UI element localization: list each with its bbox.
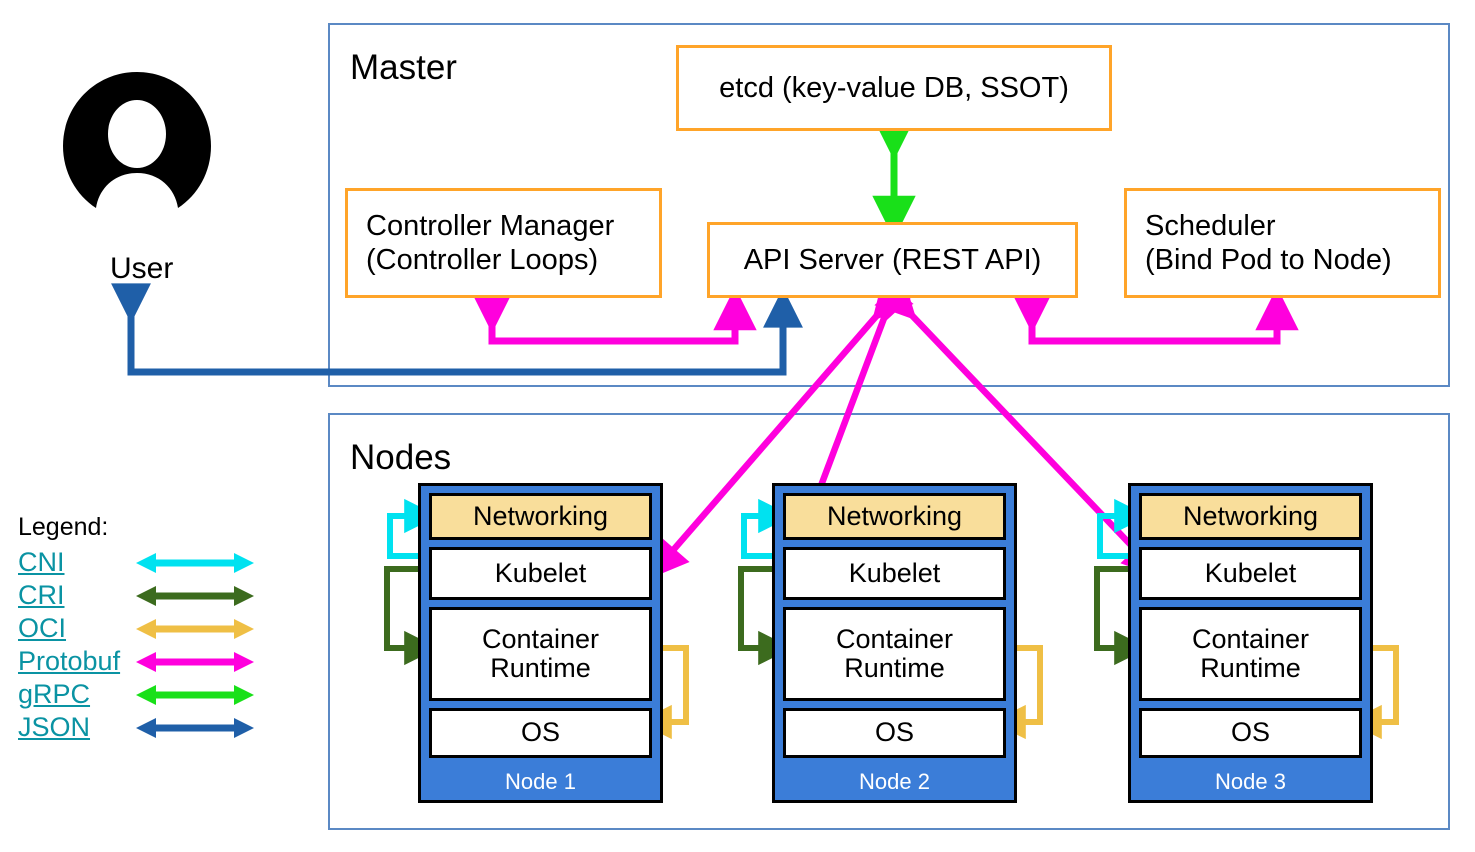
legend-item-grpc[interactable]: gRPC xyxy=(18,678,254,711)
legend-item-cri-label[interactable]: CRI xyxy=(18,580,65,610)
node-2-layer-container-runtime[interactable]: Container Runtime xyxy=(783,607,1006,701)
legend-arrow-oci-icon xyxy=(136,618,254,639)
legend-item-cni[interactable]: CNI xyxy=(18,546,254,579)
node-3-layer-container-runtime-label: Container Runtime xyxy=(1191,623,1310,683)
node-card-node-3[interactable]: Networking Kubelet Container Runtime OS … xyxy=(1128,483,1373,803)
node-3-layer-container-runtime[interactable]: Container Runtime xyxy=(1139,607,1362,701)
user-avatar-icon xyxy=(63,72,211,208)
user-label: User xyxy=(110,252,174,285)
legend-arrow-grpc-icon xyxy=(136,684,254,705)
node-2-label: Node 2 xyxy=(859,769,930,794)
node-2-layer-kubelet-label: Kubelet xyxy=(848,557,941,588)
node-3-layer-kubelet-label: Kubelet xyxy=(1204,557,1297,588)
node-1-layer-container-runtime-label: Container Runtime xyxy=(481,623,600,683)
node-card-node-1[interactable]: Networking Kubelet Container Runtime OS … xyxy=(418,483,663,803)
master-component-etcd-label: etcd (key-value DB, SSOT) xyxy=(719,71,1069,104)
legend-item-cni-label[interactable]: CNI xyxy=(18,547,65,577)
nodes-group-title: Nodes xyxy=(350,438,452,477)
legend-item-grpc-label[interactable]: gRPC xyxy=(18,679,91,709)
node-3-label: Node 3 xyxy=(1215,769,1286,794)
legend-title: Legend: xyxy=(18,513,109,541)
master-component-api-server[interactable]: API Server (REST API) xyxy=(707,222,1078,298)
master-component-scheduler-label: Scheduler (Bind Pod to Node) xyxy=(1145,209,1392,276)
legend: Legend: CNI CRI OCI xyxy=(18,515,254,744)
master-component-api-server-label: API Server (REST API) xyxy=(743,243,1042,276)
master-group-title: Master xyxy=(350,48,457,87)
node-1-layer-networking[interactable]: Networking xyxy=(429,493,652,540)
legend-arrow-json-icon xyxy=(136,717,254,738)
node-1-layer-kubelet[interactable]: Kubelet xyxy=(429,547,652,600)
master-component-controller-manager-label: Controller Manager (Controller Loops) xyxy=(366,209,615,276)
master-component-scheduler[interactable]: Scheduler (Bind Pod to Node) xyxy=(1124,188,1441,298)
node-2-layer-kubelet[interactable]: Kubelet xyxy=(783,547,1006,600)
node-card-node-2[interactable]: Networking Kubelet Container Runtime OS … xyxy=(772,483,1017,803)
node-3-layer-os-label: OS xyxy=(1230,717,1270,748)
node-1-layer-kubelet-label: Kubelet xyxy=(494,557,587,588)
node-1-layer-networking-label: Networking xyxy=(472,500,609,531)
node-1-layer-os[interactable]: OS xyxy=(429,708,652,758)
node-2-layer-networking-label: Networking xyxy=(826,500,963,531)
node-3-layer-os[interactable]: OS xyxy=(1139,708,1362,758)
node-2-layer-os[interactable]: OS xyxy=(783,708,1006,758)
legend-item-protobuf[interactable]: Protobuf xyxy=(18,645,254,678)
node-2-layer-container-runtime-label: Container Runtime xyxy=(835,623,954,683)
legend-item-protobuf-label[interactable]: Protobuf xyxy=(18,646,121,676)
legend-item-oci-label[interactable]: OCI xyxy=(18,613,67,643)
legend-item-cri[interactable]: CRI xyxy=(18,579,254,612)
legend-arrow-cni-icon xyxy=(136,552,254,573)
node-2-layer-os-label: OS xyxy=(874,717,914,748)
node-1-layer-os-label: OS xyxy=(520,717,560,748)
node-3-layer-networking[interactable]: Networking xyxy=(1139,493,1362,540)
legend-arrow-cri-icon xyxy=(136,585,254,606)
master-component-etcd[interactable]: etcd (key-value DB, SSOT) xyxy=(676,45,1112,131)
legend-item-oci[interactable]: OCI xyxy=(18,612,254,645)
node-3-layer-kubelet[interactable]: Kubelet xyxy=(1139,547,1362,600)
node-3-layer-networking-label: Networking xyxy=(1182,500,1319,531)
legend-item-json-label[interactable]: JSON xyxy=(18,712,91,742)
node-2-layer-networking[interactable]: Networking xyxy=(783,493,1006,540)
node-1-layer-container-runtime[interactable]: Container Runtime xyxy=(429,607,652,701)
node-1-label: Node 1 xyxy=(505,769,576,794)
master-component-controller-manager[interactable]: Controller Manager (Controller Loops) xyxy=(345,188,662,298)
legend-item-json[interactable]: JSON xyxy=(18,711,254,744)
legend-arrow-protobuf-icon xyxy=(136,651,254,672)
